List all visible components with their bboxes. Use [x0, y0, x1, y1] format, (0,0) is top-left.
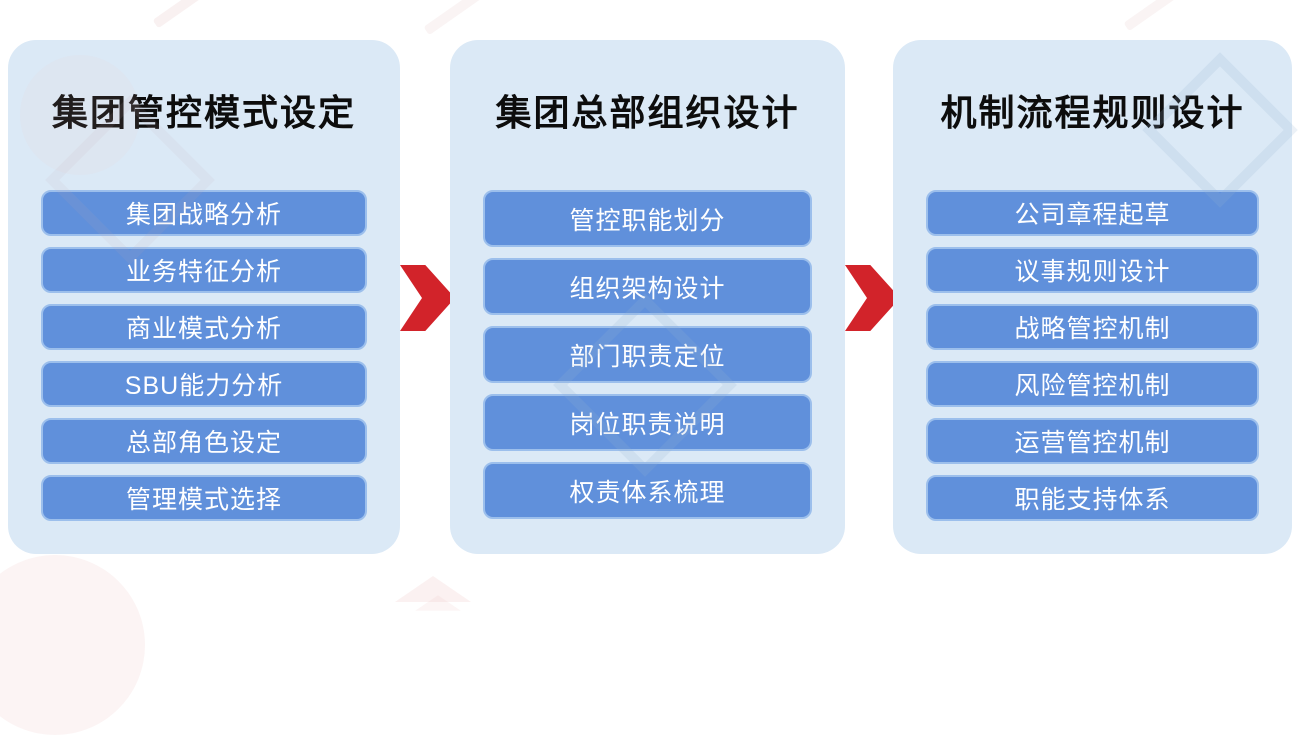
watermark-stamp [395, 576, 471, 602]
phase-item-list: 集团战略分析 业务特征分析 商业模式分析 SBU能力分析 总部角色设定 管理模式… [41, 190, 367, 521]
phase-panel-hq-org-design: 集团总部组织设计 管控职能划分 组织架构设计 部门职责定位 岗位职责说明 权责体… [450, 40, 845, 554]
step-item: 职能支持体系 [926, 475, 1259, 521]
watermark-stamp [1123, 0, 1187, 32]
step-item: 权责体系梳理 [483, 462, 812, 519]
phase-item-list: 管控职能划分 组织架构设计 部门职责定位 岗位职责说明 权责体系梳理 [483, 190, 812, 519]
step-item: 公司章程起草 [926, 190, 1259, 236]
phase-title: 集团总部组织设计 [495, 92, 800, 133]
step-item: 战略管控机制 [926, 304, 1259, 350]
watermark-stamp [415, 595, 461, 611]
step-item: 组织架构设计 [483, 258, 812, 315]
phase-title: 机制流程规则设计 [940, 92, 1245, 133]
phase-panel-mechanism-process-rules: 机制流程规则设计 公司章程起草 议事规则设计 战略管控机制 风险管控机制 运营管… [893, 40, 1292, 554]
chevron-right-icon [845, 265, 900, 331]
step-item: 业务特征分析 [41, 247, 367, 293]
step-item: 风险管控机制 [926, 361, 1259, 407]
phase-item-list: 公司章程起草 议事规则设计 战略管控机制 风险管控机制 运营管控机制 职能支持体… [926, 190, 1259, 521]
step-item: SBU能力分析 [41, 361, 367, 407]
step-item: 运营管控机制 [926, 418, 1259, 464]
phase-panel-group-control-mode: 集团管控模式设定 集团战略分析 业务特征分析 商业模式分析 SBU能力分析 总部… [8, 40, 400, 554]
step-item: 部门职责定位 [483, 326, 812, 383]
step-item: 岗位职责说明 [483, 394, 812, 451]
watermark-stamp [152, 0, 208, 29]
step-item: 商业模式分析 [41, 304, 367, 350]
step-item: 总部角色设定 [41, 418, 367, 464]
chevron-right-icon [400, 265, 455, 331]
step-item: 集团战略分析 [41, 190, 367, 236]
watermark-stamp [0, 555, 145, 735]
step-item: 议事规则设计 [926, 247, 1259, 293]
step-item: 管控职能划分 [483, 190, 812, 247]
step-item: 管理模式选择 [41, 475, 367, 521]
phase-title: 集团管控模式设定 [51, 92, 356, 133]
watermark-stamp [423, 0, 487, 36]
